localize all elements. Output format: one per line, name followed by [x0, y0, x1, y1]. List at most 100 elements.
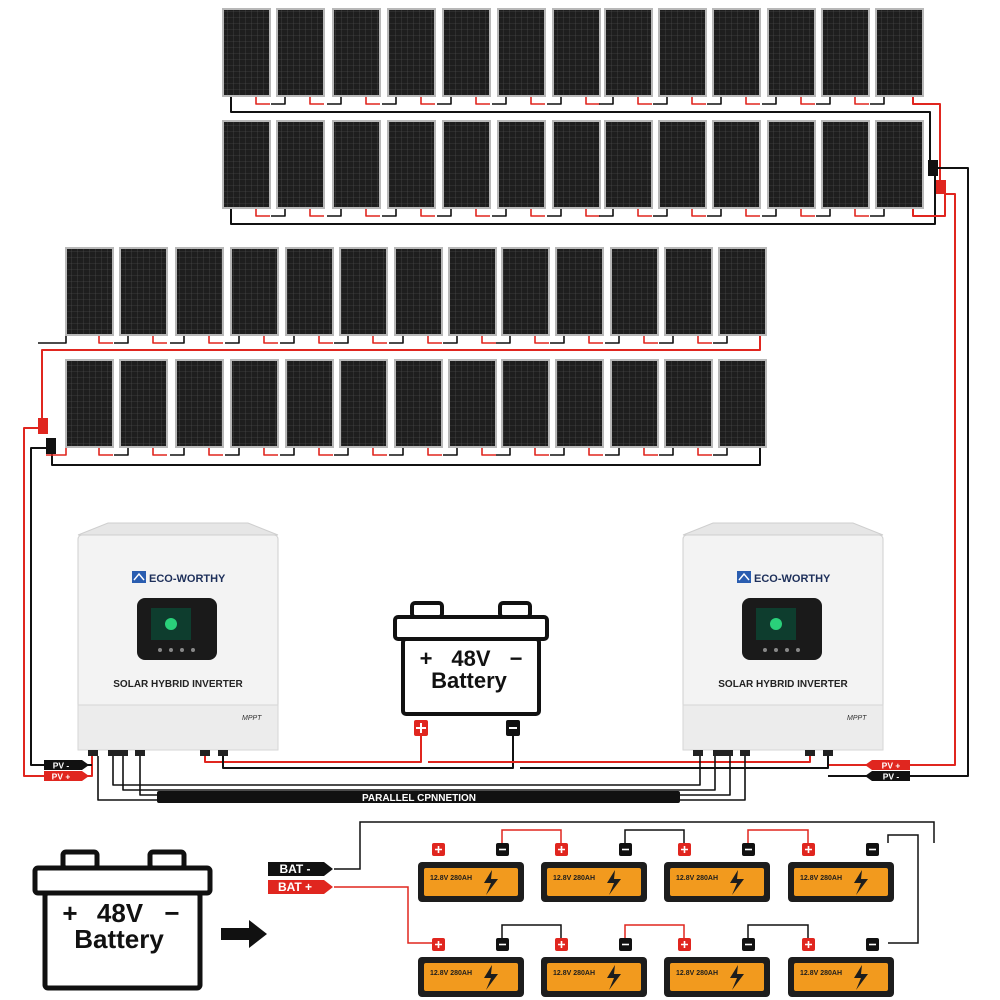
left-inv-bat-neg — [222, 736, 514, 769]
left-row1-panel-3 — [175, 247, 224, 336]
top-row1-jumper-neg-12 — [870, 96, 885, 105]
right-inv-bat-neg — [520, 756, 829, 769]
inverter-left-mppt: MPPT — [242, 715, 262, 722]
battery-module-label-panel — [424, 963, 518, 991]
top-row2-panel-9 — [658, 120, 707, 209]
top-row2-jumper-neg-2 — [327, 208, 342, 217]
plus-sign-icon — [805, 941, 812, 948]
top-row2-panel-4 — [387, 120, 436, 209]
bank-row2-link-2 — [624, 924, 685, 938]
parallel-cable-left-tail — [97, 756, 158, 801]
top-row1-panel-6 — [497, 8, 546, 97]
left-row1-panel-8 — [448, 247, 497, 336]
left-row1-jumper-pos-5 — [318, 335, 333, 344]
left-pv-pos-run — [23, 427, 93, 777]
top-row1-panel-12 — [821, 8, 870, 97]
top-row2-panel-11 — [767, 120, 816, 209]
left-row2-panel-13 — [718, 359, 767, 448]
top-row2-panel-1 — [222, 120, 271, 209]
top-row1-jumper-neg-4 — [437, 96, 452, 105]
left-row2-jumper-pos-12 — [697, 447, 712, 456]
left-row2-panel-1 — [65, 359, 114, 448]
battery-module-spec: 12.8V 280AH — [800, 970, 842, 977]
bat-pos-label: BAT + — [278, 880, 312, 894]
bat-labels: BAT - BAT + — [268, 862, 333, 894]
left-row2-jumper-neg-10 — [605, 447, 620, 456]
top-row1-jumper-neg-9 — [707, 96, 722, 105]
lightning-icon — [607, 870, 621, 895]
plus-sign-icon — [805, 846, 812, 853]
left-row2-jumper-pos-4 — [263, 447, 278, 456]
battery-module-label-panel — [547, 868, 641, 896]
bank-main-neg — [334, 821, 935, 870]
plus-sign-icon — [681, 846, 688, 853]
bank-row1-link-2 — [624, 829, 685, 843]
inverter-left: ECO-WORTHY SOLAR HYBRID INVERTER MPPT — [77, 522, 279, 756]
left-row2-jumper-pos-11 — [643, 447, 658, 456]
left-row2-panel-9 — [501, 359, 550, 448]
left-row1-jumper-neg-5 — [334, 335, 349, 344]
left-row2-panel-2 — [119, 359, 168, 448]
top-row1-jumper-pos-12 — [854, 96, 869, 105]
left-row1-panel-10 — [555, 247, 604, 336]
plus-sign-icon — [558, 941, 565, 948]
battery-module-6: 12.8V 280AH — [541, 938, 647, 997]
left-row1-jumper-pos-9 — [534, 335, 549, 344]
battery-module-spec: 12.8V 280AH — [800, 875, 842, 882]
plus-sign-icon — [435, 941, 442, 948]
battery-center-label: Battery — [431, 668, 508, 693]
battery-center-minus: − — [510, 646, 523, 671]
left-inv-bat-pos — [204, 736, 422, 763]
top-row1-jumper-neg-11 — [816, 96, 831, 105]
battery-module-label-panel — [794, 963, 888, 991]
left-combiner-neg-icon — [46, 438, 56, 454]
top-row1-jumper-neg-2 — [327, 96, 342, 105]
top-row2-jumper-neg-3 — [382, 208, 397, 217]
left-row2-panel-5 — [285, 359, 334, 448]
top-row2-panel-3 — [332, 120, 381, 209]
battery-module-4: 12.8V 280AH — [788, 843, 894, 902]
top-row2-jumper-pos-6 — [530, 208, 545, 217]
top-row1-panel-13 — [875, 8, 924, 97]
bank-row2-link-3 — [747, 924, 809, 938]
bank-main-pos — [334, 886, 432, 944]
inverter-right-model: SOLAR HYBRID INVERTER — [718, 679, 848, 690]
top-row2-jumper-pos-2 — [309, 208, 324, 217]
top-row1-panel-11 — [767, 8, 816, 97]
top-row2-jumper-pos-1 — [255, 208, 270, 217]
top-solar-array — [222, 8, 924, 209]
top-row2-jumper-neg-10 — [762, 208, 777, 217]
top-row1-jumper-pos-4 — [420, 96, 435, 105]
top-row1-jumper-pos-2 — [309, 96, 324, 105]
left-row2-jumper-neg-4 — [280, 447, 295, 456]
left-string1-neg-tail — [38, 335, 67, 344]
top-row1-panel-5 — [442, 8, 491, 97]
left-row2-jumper-pos-5 — [318, 447, 333, 456]
bat-neg-label: BAT - — [279, 862, 310, 876]
left-row1-panel-9 — [501, 247, 550, 336]
left-row1-jumper-neg-11 — [659, 335, 674, 344]
left-row2-jumper-neg-9 — [550, 447, 565, 456]
top-combiner-neg-icon — [928, 160, 938, 176]
battery-module-7: 12.8V 280AH — [664, 938, 770, 997]
left-row1-jumper-pos-4 — [263, 335, 278, 344]
left-row2-jumper-neg-3 — [225, 447, 240, 456]
top-row1-panel-9 — [658, 8, 707, 97]
left-string1-pos — [41, 335, 761, 420]
left-row2-panel-6 — [339, 359, 388, 448]
top-string2-pos — [912, 185, 946, 217]
top-row1-jumper-pos-1 — [255, 96, 270, 105]
left-row1-panel-12 — [664, 247, 713, 336]
top-row1-panel-1 — [222, 8, 271, 97]
top-row1-jumper-pos-11 — [800, 96, 815, 105]
inverter-logo-icon — [132, 571, 146, 583]
top-row1-jumper-pos-5 — [475, 96, 490, 105]
lightning-icon — [854, 870, 868, 895]
left-row1-jumper-neg-2 — [170, 335, 185, 344]
wiring-group — [23, 96, 969, 801]
left-row1-jumper-neg-8 — [496, 335, 511, 344]
parallel-connection-label: PARALLEL CPNNETION — [362, 793, 476, 804]
left-row2-jumper-neg-5 — [334, 447, 349, 456]
pv-pos-label-right: PV + — [882, 761, 901, 771]
